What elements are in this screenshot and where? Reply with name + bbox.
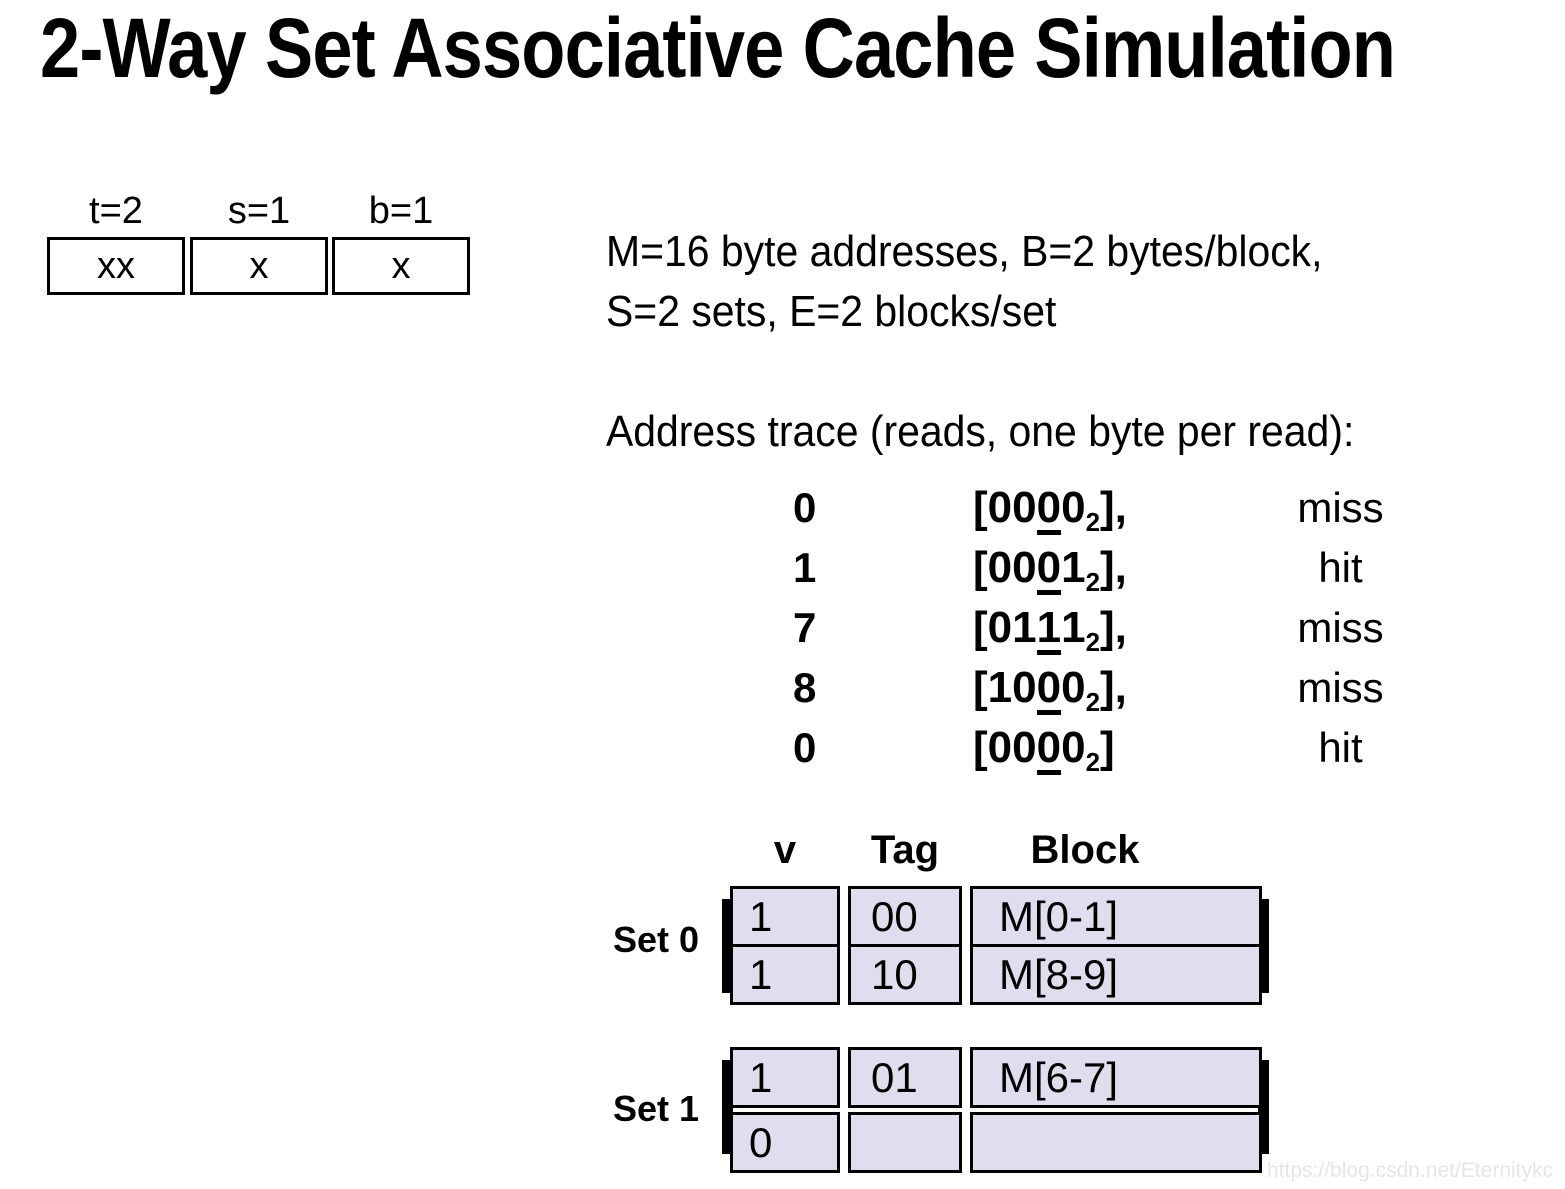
cache-header-valid: v bbox=[773, 828, 797, 872]
trace-binary: [00002], bbox=[973, 478, 1127, 538]
trace-result: hit bbox=[1318, 544, 1363, 591]
trace-binary: [01112], bbox=[973, 598, 1127, 658]
cache-params-line-1: M=16 byte addresses, B=2 bytes/block, bbox=[606, 227, 1323, 276]
binary-post: 1 bbox=[1061, 543, 1086, 592]
binary-pre: [10 bbox=[973, 663, 1037, 712]
trace-row: 0 [00002] hit bbox=[0, 718, 1565, 778]
trace-result: hit bbox=[1318, 724, 1363, 771]
set-bit-underlined: 1 bbox=[1036, 606, 1062, 655]
bitfield-label-t: t=2 bbox=[89, 190, 143, 232]
binary-post: 1 bbox=[1061, 603, 1086, 652]
cache-header-tag: Tag bbox=[870, 828, 940, 872]
set1-bracket-right bbox=[1258, 1060, 1269, 1154]
watermark: https://blog.csdn.net/Eternitykc bbox=[1267, 1159, 1553, 1182]
cache-cell-valid: 1 bbox=[730, 1047, 840, 1108]
binary-close: ], bbox=[1100, 543, 1127, 592]
set1-bracket-left bbox=[722, 1060, 733, 1154]
trace-binary: [10002], bbox=[973, 658, 1127, 718]
binary-subscript: 2 bbox=[1085, 687, 1101, 717]
binary-pre: [01 bbox=[973, 603, 1037, 652]
set-bit-underlined: 0 bbox=[1036, 486, 1062, 535]
slide-title: 2-Way Set Associative Cache Simulation bbox=[40, 1, 1396, 95]
binary-pre: [00 bbox=[973, 543, 1037, 592]
binary-subscript: 2 bbox=[1085, 567, 1101, 597]
cache-cell-block bbox=[970, 1112, 1262, 1173]
binary-subscript: 2 bbox=[1085, 627, 1101, 657]
trace-address: 8 bbox=[793, 664, 817, 711]
binary-subscript: 2 bbox=[1085, 507, 1101, 537]
trace-address: 0 bbox=[793, 724, 817, 771]
bitfield-cell-tag-bits: xx bbox=[47, 237, 185, 295]
cache-cell-tag: 10 bbox=[848, 944, 962, 1005]
cache-header-block: Block bbox=[1030, 828, 1140, 872]
trace-binary: [00012], bbox=[973, 538, 1127, 598]
trace-result: miss bbox=[1297, 604, 1384, 651]
cache-params-line-2: S=2 sets, E=2 blocks/set bbox=[606, 287, 1057, 336]
trace-result: miss bbox=[1297, 664, 1384, 711]
set0-label: Set 0 bbox=[613, 919, 700, 960]
binary-close: ], bbox=[1100, 483, 1127, 532]
trace-binary: [00002] bbox=[973, 718, 1115, 778]
binary-post: 0 bbox=[1061, 663, 1086, 712]
binary-pre: [00 bbox=[973, 723, 1037, 772]
set1-label: Set 1 bbox=[613, 1088, 700, 1129]
binary-pre: [00 bbox=[973, 483, 1037, 532]
binary-post: 0 bbox=[1061, 723, 1086, 772]
bitfield-cell-offset-bits: x bbox=[332, 237, 470, 295]
binary-post: 0 bbox=[1061, 483, 1086, 532]
cache-cell-tag: 00 bbox=[848, 886, 962, 947]
set0-bracket-left bbox=[722, 899, 733, 993]
cache-cell-valid: 1 bbox=[730, 886, 840, 947]
set-bit-underlined: 0 bbox=[1036, 726, 1062, 775]
binary-subscript: 2 bbox=[1085, 747, 1101, 777]
trace-result: miss bbox=[1297, 484, 1384, 531]
trace-row: 0 [00002], miss bbox=[0, 478, 1565, 538]
cache-cell-block: M[8-9] bbox=[970, 944, 1262, 1005]
cache-cell-valid: 1 bbox=[730, 944, 840, 1005]
trace-row: 7 [01112], miss bbox=[0, 598, 1565, 658]
trace-row: 8 [10002], miss bbox=[0, 658, 1565, 718]
bitfield-label-s: s=1 bbox=[227, 190, 291, 232]
bitfield-cell-set-bits: x bbox=[190, 237, 328, 295]
cache-cell-valid: 0 bbox=[730, 1112, 840, 1173]
trace-address: 7 bbox=[793, 604, 817, 651]
cache-cell-tag: 01 bbox=[848, 1047, 962, 1108]
trace-address: 0 bbox=[793, 484, 817, 531]
binary-close: ] bbox=[1100, 723, 1115, 772]
trace-row: 1 [00012], hit bbox=[0, 538, 1565, 598]
binary-close: ], bbox=[1100, 603, 1127, 652]
set-bit-underlined: 0 bbox=[1036, 666, 1062, 715]
binary-close: ], bbox=[1100, 663, 1127, 712]
set0-bracket-right bbox=[1258, 899, 1269, 993]
set-bit-underlined: 0 bbox=[1036, 546, 1062, 595]
trace-heading: Address trace (reads, one byte per read)… bbox=[606, 407, 1355, 456]
cache-cell-block: M[6-7] bbox=[970, 1047, 1262, 1108]
cache-cell-block: M[0-1] bbox=[970, 886, 1262, 947]
cache-cell-tag bbox=[848, 1112, 962, 1173]
bitfield-label-b: b=1 bbox=[368, 190, 434, 232]
trace-address: 1 bbox=[793, 544, 817, 591]
